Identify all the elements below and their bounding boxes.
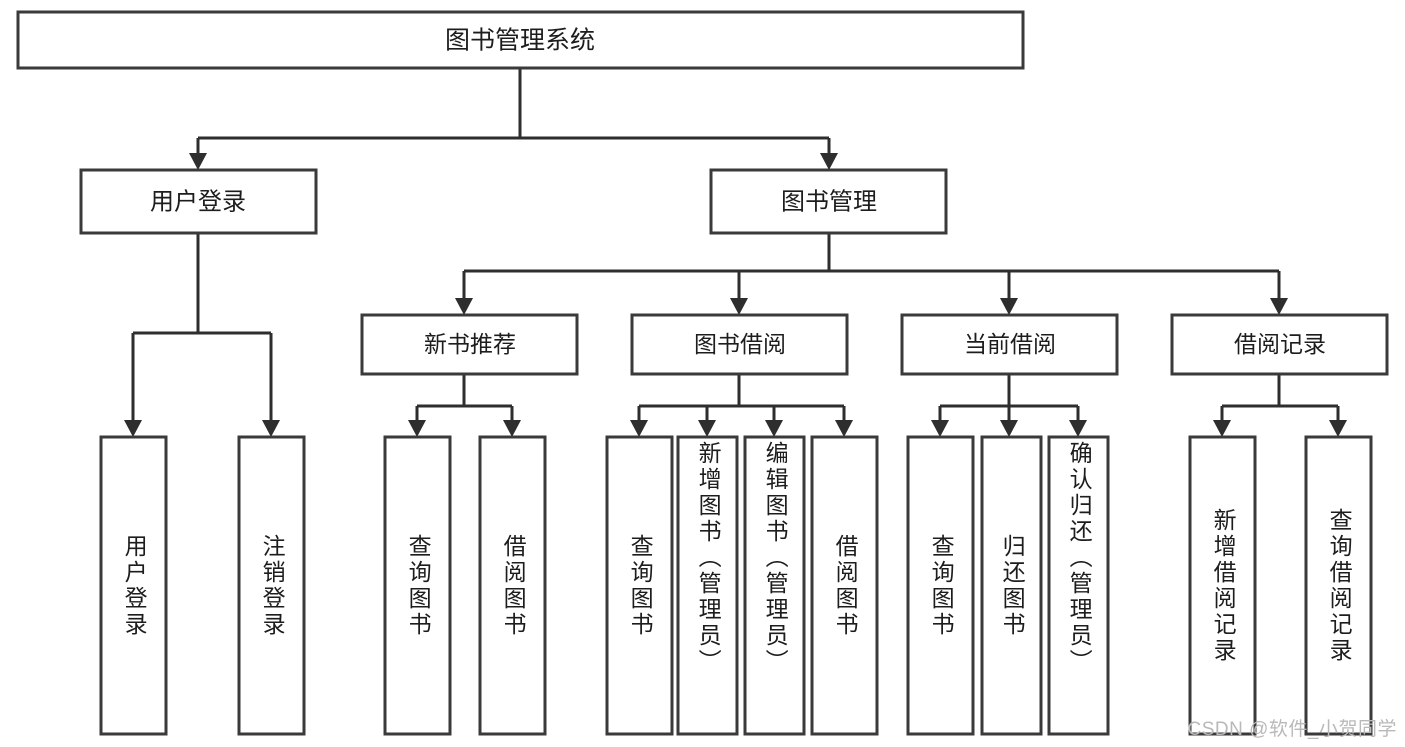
node-book-borrow[interactable]: 图书借阅	[630, 313, 849, 376]
node-book-manage-box[interactable]	[709, 168, 948, 235]
leaf-box-query-book-3[interactable]	[906, 435, 975, 736]
node-new-book-recommend[interactable]: 新书推荐	[360, 313, 579, 376]
node-new-book-recommend-label: 新书推荐	[424, 331, 516, 357]
arrow-bookborrow-leaf1	[630, 420, 648, 437]
leaf-box-borrow-book-1[interactable]	[478, 435, 547, 736]
arrow-to-borrowrecord	[1270, 298, 1288, 315]
arrow-bookborrow-leaf2	[698, 420, 716, 437]
arrow-newbook-leaf2	[503, 420, 521, 437]
node-book-borrow-label: 图书借阅	[694, 331, 786, 357]
node-user-login-label: 用户登录	[150, 188, 246, 215]
node-book-manage[interactable]: 图书管理	[709, 168, 948, 235]
arrow-borrowrecord-leaf1	[1213, 420, 1231, 437]
node-current-borrow[interactable]: 当前借阅	[900, 313, 1119, 376]
leaf-box-add-book[interactable]	[676, 435, 739, 736]
node-root-box[interactable]	[16, 10, 1025, 70]
leaf-box-query-book-1[interactable]	[383, 435, 452, 736]
arrow-to-currentborrow	[1000, 298, 1018, 315]
leaf-boxes	[99, 435, 1373, 736]
arrow-currentborrow-leaf1	[931, 420, 949, 437]
node-borrow-record[interactable]: 借阅记录	[1170, 313, 1389, 376]
arrow-root-to-book-manage	[820, 153, 838, 170]
arrow-userlogin-leaf1	[124, 420, 142, 437]
arrow-bookborrow-leaf4	[835, 420, 853, 437]
arrow-currentborrow-leaf3	[1069, 420, 1087, 437]
node-book-manage-label: 图书管理	[781, 188, 877, 215]
leaf-box-query-borrow-record[interactable]	[1304, 435, 1373, 736]
leaf-box-query-book-2[interactable]	[605, 435, 674, 736]
arrow-newbook-leaf1	[408, 420, 426, 437]
node-new-book-recommend-box[interactable]	[360, 313, 579, 376]
leaf-box-edit-book[interactable]	[743, 435, 806, 736]
node-current-borrow-box[interactable]	[900, 313, 1119, 376]
leaf-box-confirm-return[interactable]	[1047, 435, 1110, 736]
connector-layer	[124, 68, 1347, 437]
arrow-userlogin-leaf2	[262, 420, 280, 437]
arrow-to-newbook	[455, 298, 473, 315]
node-user-login[interactable]: 用户登录	[79, 168, 318, 235]
leaf-box-user-login[interactable]	[99, 435, 168, 736]
node-borrow-record-label: 借阅记录	[1234, 331, 1326, 357]
arrow-currentborrow-leaf2	[1000, 420, 1018, 437]
watermark: CSDN @软件_小贺同学	[1187, 719, 1397, 740]
node-borrow-record-box[interactable]	[1170, 313, 1389, 376]
arrow-borrowrecord-leaf2	[1329, 420, 1347, 437]
arrow-bookborrow-leaf3	[765, 420, 783, 437]
node-book-borrow-box[interactable]	[630, 313, 849, 376]
leaf-box-return-book[interactable]	[980, 435, 1043, 736]
arrow-to-bookborrow	[730, 298, 748, 315]
leaf-box-add-borrow-record[interactable]	[1188, 435, 1257, 736]
node-current-borrow-label: 当前借阅	[964, 331, 1056, 357]
node-root[interactable]: 图书管理系统	[16, 10, 1025, 70]
arrow-root-to-user-login	[189, 153, 207, 170]
node-root-label: 图书管理系统	[445, 27, 595, 55]
leaf-box-logout[interactable]	[237, 435, 306, 736]
leaf-box-borrow-book-2[interactable]	[810, 435, 879, 736]
node-user-login-box[interactable]	[79, 168, 318, 235]
